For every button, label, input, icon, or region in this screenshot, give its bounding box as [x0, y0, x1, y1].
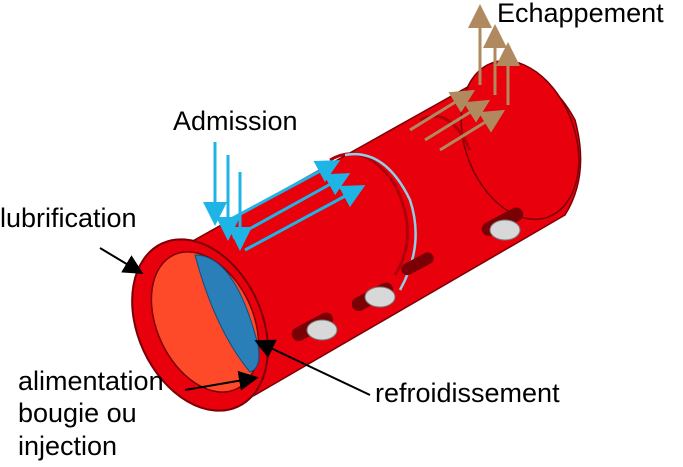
- cylinder-front-opening: [131, 238, 269, 412]
- cooling-pins: [306, 219, 521, 341]
- alimentation-leader: [184, 370, 259, 391]
- label-refroidissement: refroidissement: [375, 378, 560, 408]
- label-alimentation-line3: injection: [18, 431, 117, 461]
- pin: [364, 286, 396, 308]
- label-alimentation-line2: bougie ou: [18, 398, 137, 428]
- pin: [489, 219, 521, 241]
- admission-arrows: [203, 142, 366, 252]
- leader-lines: [99, 247, 371, 396]
- label-admission: Admission: [173, 106, 298, 136]
- label-alimentation-line1: alimentation: [18, 366, 164, 396]
- pin: [306, 319, 338, 341]
- label-lubrification: lubrification: [0, 203, 137, 233]
- label-echappement: Echappement: [497, 0, 664, 28]
- piston: [194, 254, 260, 373]
- lubrification-leader: [99, 247, 144, 275]
- exhaust-arrows: [409, 4, 520, 152]
- refroidissement-leader: [254, 339, 371, 396]
